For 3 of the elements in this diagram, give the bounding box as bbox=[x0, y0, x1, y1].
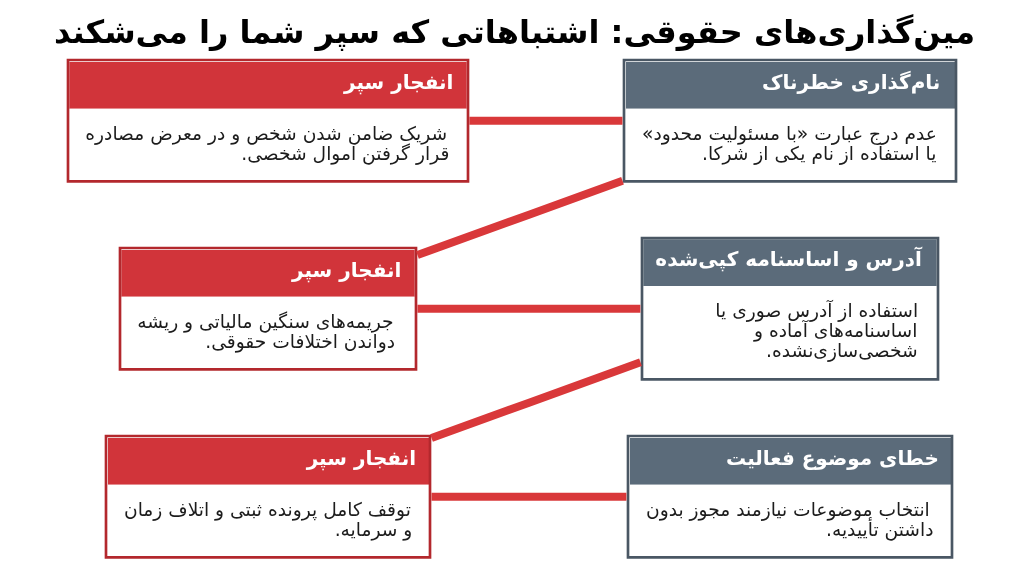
connector bbox=[430, 358, 642, 442]
connector bbox=[416, 177, 624, 259]
diagram-title: مین‌گذاری‌های حقوقی: اشتباهاتی که سپر شما را می‌شکند bbox=[54, 12, 976, 51]
